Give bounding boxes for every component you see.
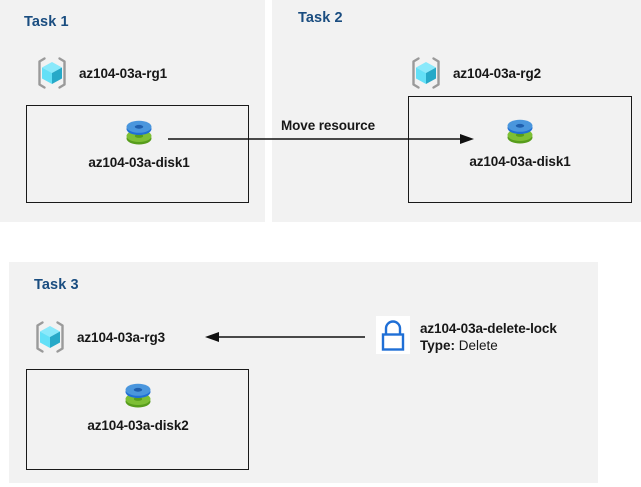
task-panel-task1	[0, 0, 265, 222]
delete-lock-name: az104-03a-delete-lock	[420, 321, 557, 336]
disk-label-task1: az104-03a-disk1	[88, 155, 190, 170]
task-panel-title-task2: Task 2	[298, 10, 343, 26]
delete-lock-type-value: Delete	[458, 338, 498, 353]
disk-label-task2: az104-03a-disk1	[469, 154, 571, 169]
task-panel-task3	[9, 262, 598, 483]
delete-lock-type-key: Type:	[420, 338, 456, 353]
task-panel-title-task3: Task 3	[34, 277, 79, 293]
resource-group-row-rg2: az104-03a-rg2	[408, 55, 541, 91]
resource-box-task2	[408, 96, 632, 203]
task-panel-task2	[272, 0, 641, 222]
disk-resource-disk2-task3: az104-03a-disk2	[76, 377, 200, 433]
resource-group-label-rg1: az104-03a-rg1	[79, 65, 168, 81]
connector-arrow-move-resource	[168, 134, 474, 144]
delete-lock-type-line: Type: Delete	[420, 337, 557, 354]
disk-icon	[125, 383, 151, 408]
delete-lock-text: az104-03a-delete-lock Type: Delete	[420, 316, 557, 354]
delete-lock-block: az104-03a-delete-lock Type: Delete	[376, 316, 557, 354]
resource-group-label-rg2: az104-03a-rg2	[453, 65, 542, 81]
lock-icon	[376, 316, 410, 354]
disk-label-task3: az104-03a-disk2	[87, 418, 189, 433]
disk-resource-disk1-task2: az104-03a-disk1	[458, 113, 582, 169]
disk-icon	[126, 120, 152, 145]
resource-group-label-rg3: az104-03a-rg3	[77, 329, 166, 345]
task-panel-title-task1: Task 1	[24, 14, 69, 30]
resource-group-row-rg1: az104-03a-rg1	[34, 55, 167, 91]
resource-group-cube-icon	[412, 57, 440, 89]
resource-group-cube-icon	[38, 57, 66, 89]
connector-arrow-lock-link	[205, 332, 365, 342]
resource-group-cube-icon	[36, 321, 64, 353]
connector-caption-move-resource: Move resource	[281, 118, 375, 133]
resource-group-row-rg3: az104-03a-rg3	[32, 319, 165, 355]
disk-resource-disk1-task1: az104-03a-disk1	[77, 114, 201, 170]
resource-box-task3	[26, 369, 249, 470]
resource-box-task1	[26, 105, 249, 203]
disk-icon	[507, 119, 533, 144]
